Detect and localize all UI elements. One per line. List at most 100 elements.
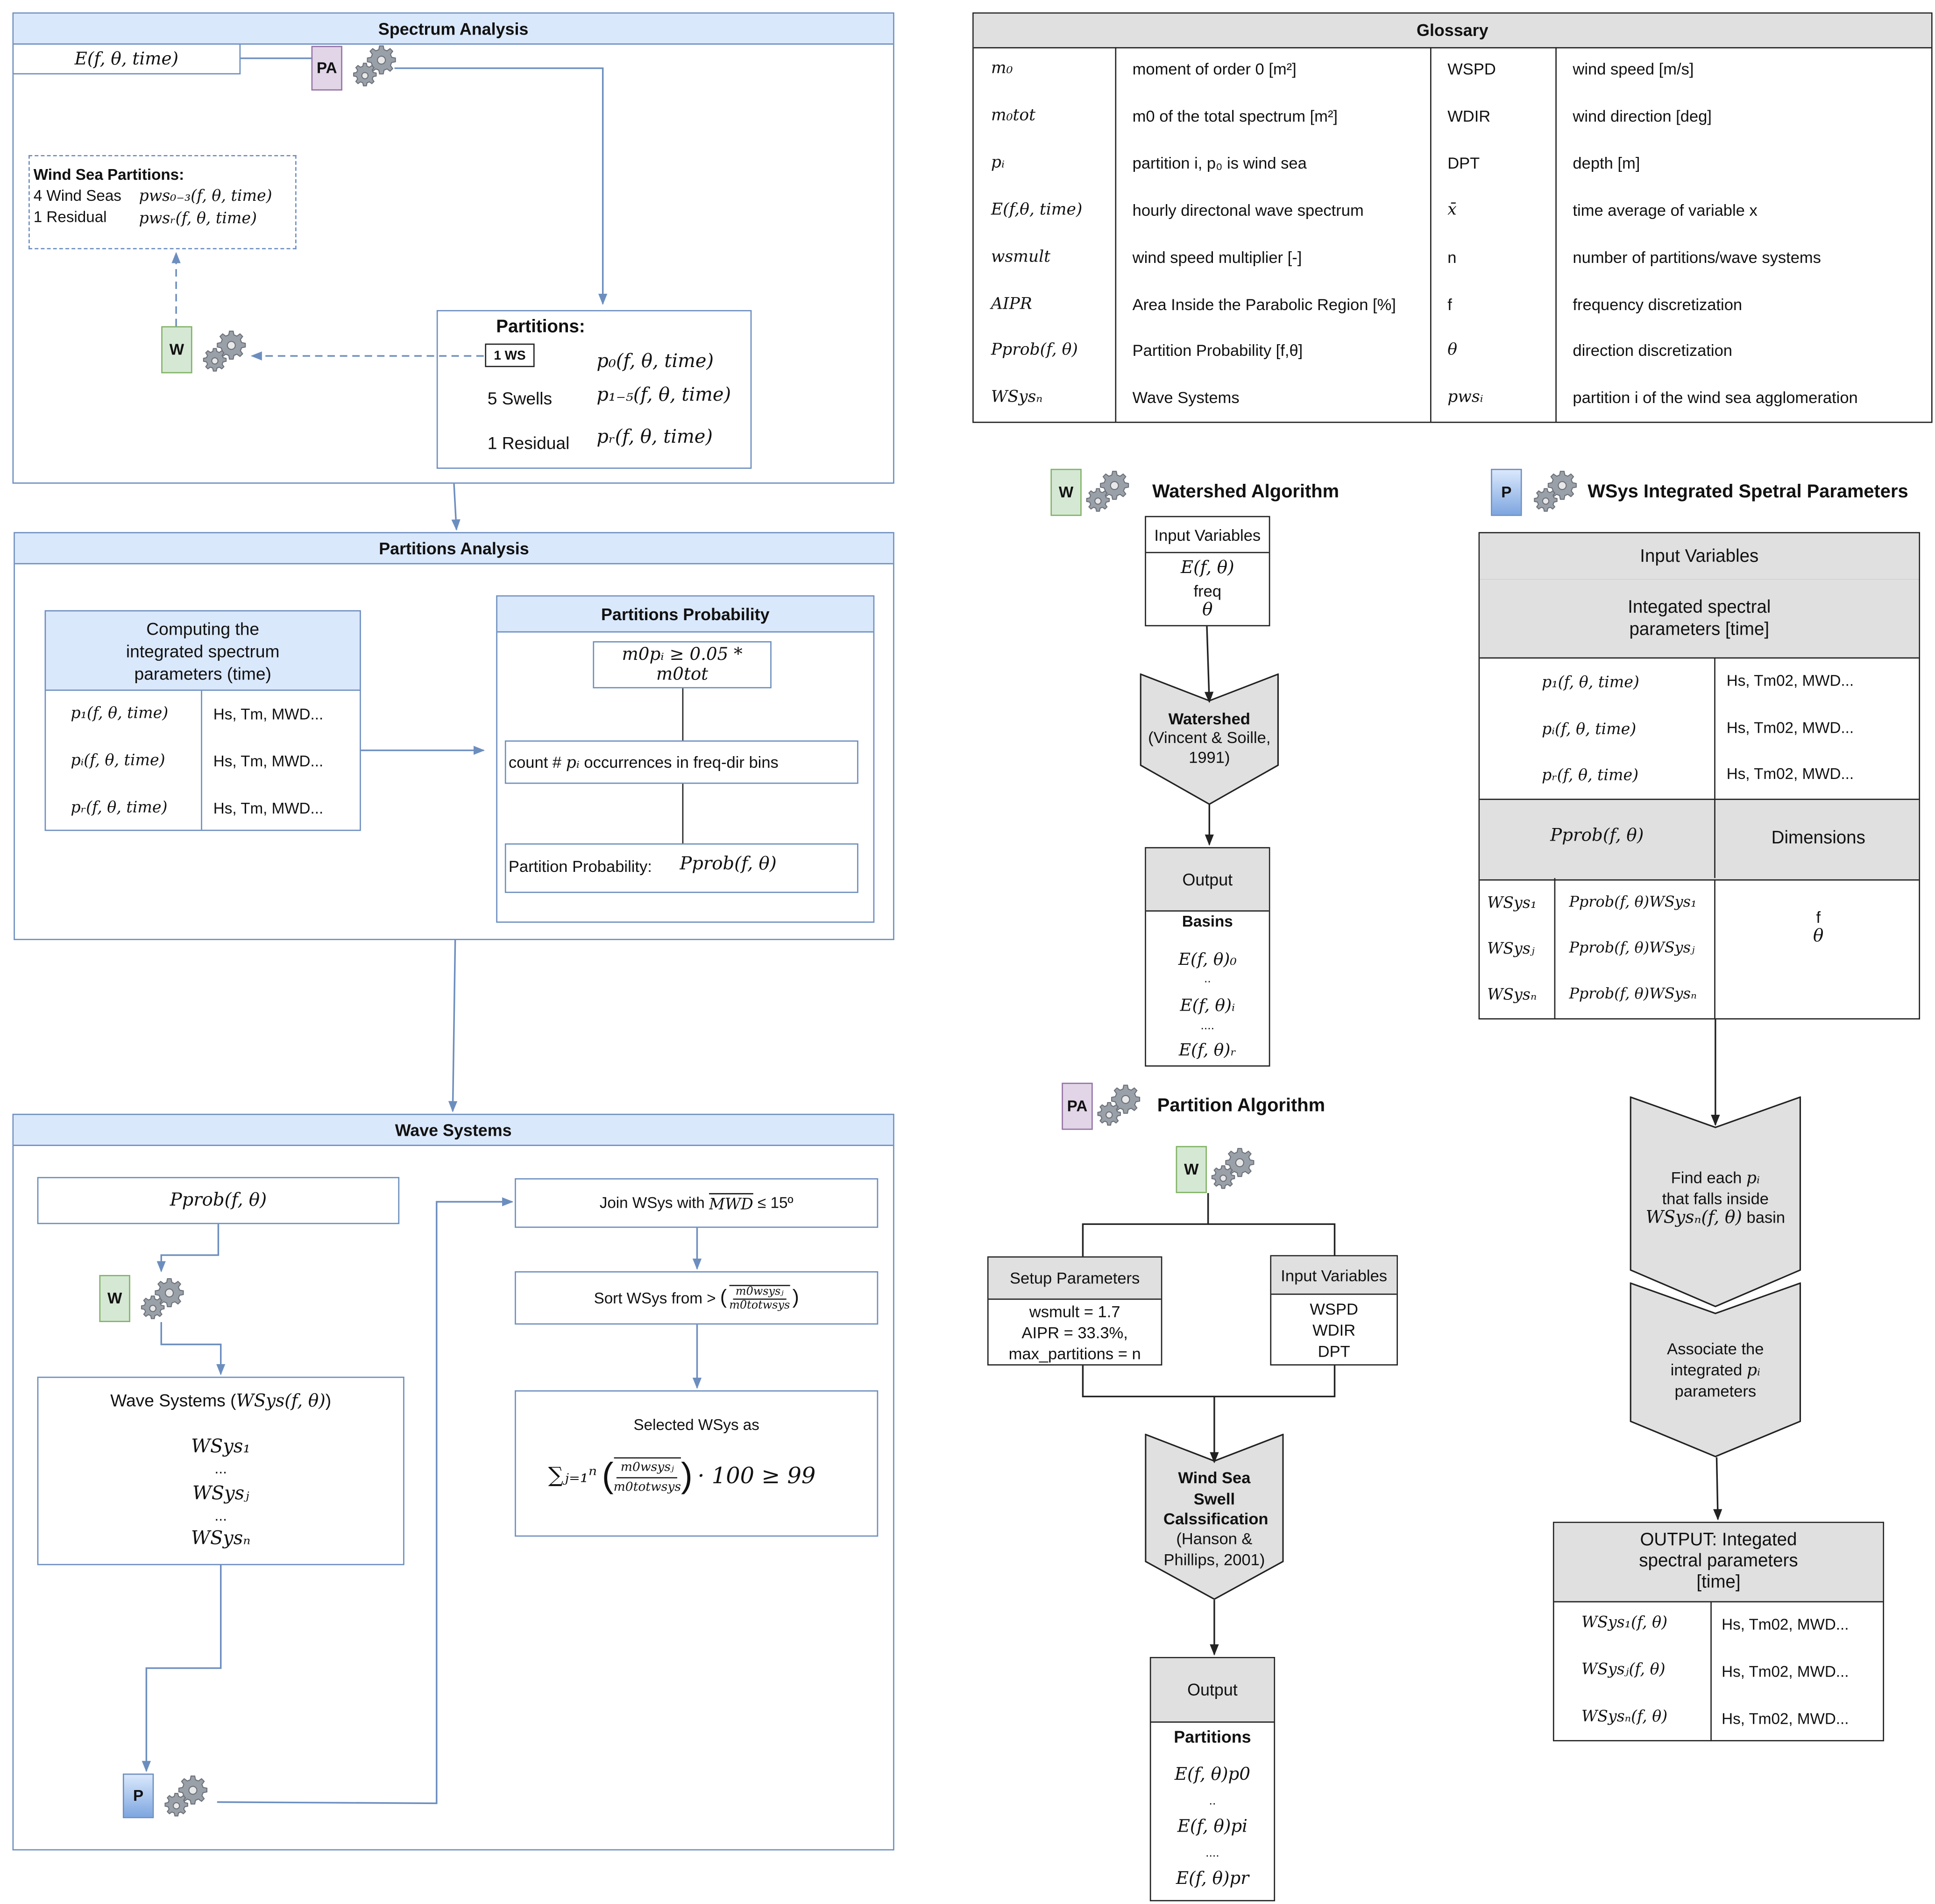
condition-box: m0pᵢ ≥ 0.05 * m0tot [593,641,772,688]
watershed-output-title: Basins [1182,913,1233,930]
glossary-cell: moment of order 0 [m²] [1132,59,1297,78]
wsys-output-value: Hs, Tm02, MWD... [1722,1663,1849,1681]
glossary-cell: DPT [1447,153,1480,172]
gear-icon [140,1276,185,1330]
watershed-input-box: Input Variables E(f, θ) freq θ [1145,516,1270,627]
glossary-cell: pᵢ [991,153,1005,172]
partition-input-box: Input Variables WSPD WDIR DPT [1270,1255,1398,1366]
spectrum-analysis-title: Spectrum Analysis [14,14,893,45]
arrow-icon [451,483,461,531]
wsys-pprob-header: Pprob(f, θ) [1550,826,1644,846]
setup-param: AIPR = 33.3%, [1021,1323,1128,1342]
wsys-name: WSysₙ [1487,984,1537,1004]
arrow-icon [1208,1223,1336,1255]
computing-table: p₁(f, θ, time) Hs, Tm, MWD... pᵢ(f, θ, t… [44,689,361,831]
classification-title: Wind Sea Swell Calssification [1163,1468,1269,1528]
wave-systems-box: Wave Systems (WSys(f, θ)) WSys₁ ... WSys… [37,1376,404,1565]
partition-input-header: Input Variables [1271,1256,1397,1295]
computing-row-value: Hs, Tm, MWD... [213,706,324,723]
find-mid: that falls inside [1662,1189,1769,1208]
partition-formula: p₀(f, θ, time) [596,349,714,372]
arrow-icon [1204,626,1214,703]
associate-text: Associate the integrated pᵢ parameters [1667,1339,1764,1401]
glossary-cell: n [1447,248,1457,266]
wsys-output-value: Hs, Tm02, MWD... [1722,1710,1849,1728]
wind-sea-title: Wind Sea Partitions: [33,166,184,184]
join-box: Join WSys with MWD ≤ 15º [515,1178,879,1228]
wsys-item: ... [214,1459,227,1477]
glossary-cell: partition i, p₀ is wind sea [1132,153,1307,172]
wsys-params-table: Input Variables Integated spectral param… [1478,532,1921,1019]
wsys-row-formula: pᵣ(f, θ, time) [1542,765,1639,784]
wsys-params-title: WSys Integrated Spetral Parameters [1588,481,1908,503]
wsys-output-formula: WSys₁(f, θ) [1581,1612,1668,1631]
glossary-cell: WSysₙ [991,389,1043,407]
arrow-icon [394,67,608,305]
glossary-cell: wind speed [m/s] [1573,59,1694,78]
glossary-cell: AIPR [991,294,1032,313]
partition-input: WSPD [1310,1300,1358,1319]
tag-pa: PA [1062,1083,1093,1130]
tag-w: W [1176,1146,1207,1193]
setup-param: max_partitions = n [1008,1344,1141,1363]
partition-formula: pᵣ(f, θ, time) [596,425,713,448]
classification-ref: (Hanson & Phillips, 2001) [1163,1529,1265,1569]
selected-box: Selected WSys as ∑ⱼ₌₁ⁿ ( m0wsysⱼ m0totws… [515,1390,879,1537]
glossary-cell: m₀ [991,59,1013,78]
gear-icon [352,43,397,97]
wave-systems-heading: Wave Systems (WSys(f, θ)) [110,1390,332,1412]
selected-title: Selected WSys as [633,1416,759,1434]
watershed-output-box: Output Basins E(f, θ)₀ .. E(f, θ)ᵢ .... … [1145,847,1270,1067]
probability-title: Partitions Probability [497,596,873,633]
computing-row-value: Hs, Tm, MWD... [213,800,324,818]
partition-label: 1 Residual [487,432,570,453]
glossary-cell: wind speed multiplier [-] [1132,248,1302,266]
watershed-title: Watershed Algorithm [1152,481,1340,503]
glossary-cell: time average of variable x [1573,200,1758,219]
wsys-pprob: Pprob(f, θ)WSysₙ [1569,984,1697,1002]
partition-output: E(f, θ)pi [1177,1817,1248,1837]
glossary-cell: partition i of the wind sea agglomeratio… [1573,389,1858,407]
probability-box: Partition Probability: Pprob(f, θ) [504,843,858,893]
wsys-integ-header: Integated spectral parameters [time] [1480,579,1919,659]
glossary-cell: pwsᵢ [1447,389,1483,407]
pprob-box: Pprob(f, θ) [37,1177,400,1225]
computing-row-formula: pᵢ(f, θ, time) [71,750,165,769]
wsys-row-formula: pᵢ(f, θ, time) [1542,719,1637,738]
glossary-cell: direction discretization [1573,341,1733,361]
watershed-process: Watershed (Vincent & Soille, 1991) [1140,673,1279,805]
partitions-title: Partitions: [496,317,585,338]
setup-box: Setup Parameters wsmult = 1.7 AIPR = 33.… [987,1256,1162,1366]
glossary-cell: x̄ [1447,200,1457,219]
tag-pa: PA [311,46,342,91]
wind-sea-partitions-box: Wind Sea Partitions: 4 Wind Seas pws₀₋₃(… [28,155,297,249]
watershed-process-title: Watershed [1168,709,1250,728]
count-text: count # pᵢ occurrences in freq-dir bins [508,753,779,773]
gear-icon [1097,1083,1141,1136]
watershed-process-ref: (Vincent & Soille, 1991) [1148,728,1271,767]
partition-output-box: Output Partitions E(f, θ)p0 .. E(f, θ)pi… [1149,1657,1276,1902]
ws-row-label: 1 Residual [33,208,107,226]
wsys-item: WSys₁ [191,1435,251,1458]
tag-p: P [1491,468,1522,516]
glossary-cell: WSPD [1447,59,1496,78]
watershed-input: E(f, θ) [1181,558,1234,578]
wsys-name: WSysⱼ [1487,939,1535,958]
watershed-input-header: Input Variables [1146,517,1269,553]
tag-w: W [1050,468,1082,516]
ws-row-formula: pwsᵣ(f, θ, time) [139,208,257,227]
wsys-row-value: Hs, Tm02, MWD... [1726,672,1854,690]
partitions-analysis-title: Partitions Analysis [14,533,893,565]
watershed-input: θ [1202,600,1213,620]
partition-output-header: Output [1151,1658,1274,1723]
watershed-output-header: Output [1146,848,1269,912]
partition-output: .... [1205,1847,1219,1861]
glossary-cell: Wave Systems [1132,389,1240,407]
wsys-row-formula: p₁(f, θ, time) [1542,672,1639,691]
tag-w: W [161,326,192,374]
partition-output: .. [1209,1794,1216,1809]
glossary-cell: m0 of the total spectrum [m²] [1132,106,1338,125]
wsys-input-header: Input Variables [1480,533,1919,580]
glossary-cell: Pprob(f, θ) [991,341,1078,361]
computing-row-value: Hs, Tm, MWD... [213,753,324,771]
